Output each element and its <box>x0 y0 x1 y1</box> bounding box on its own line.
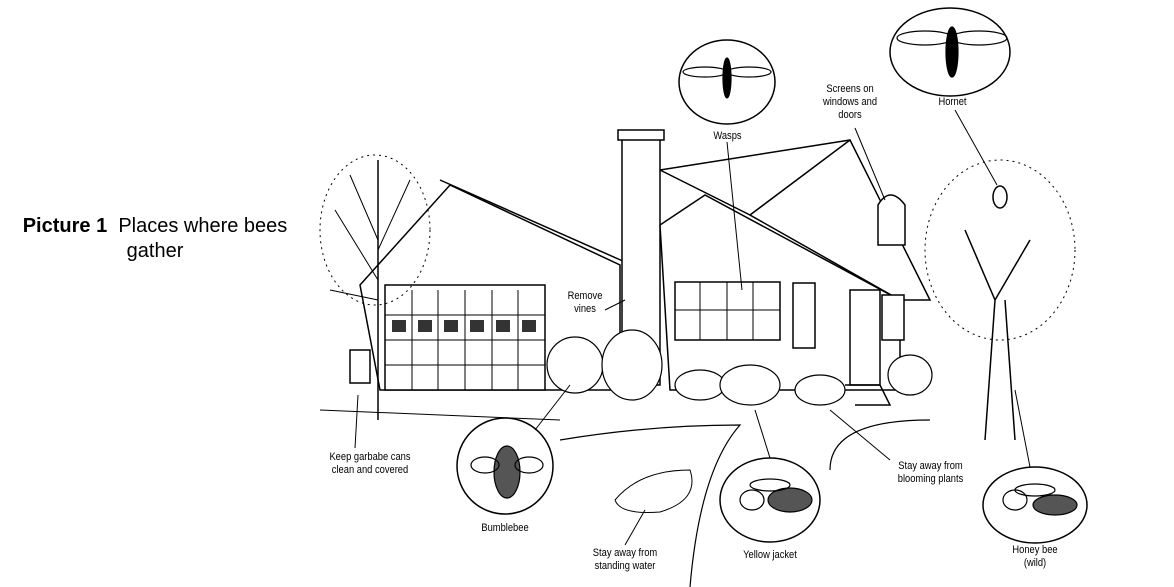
label-screens: Screens on windows and doors <box>812 83 889 122</box>
label-vines: Remove vines <box>560 290 611 316</box>
label-wasps: Wasps <box>713 130 742 142</box>
label-plants: Stay away from blooming plants <box>886 460 975 486</box>
label-line: doors <box>838 109 862 121</box>
label-line: vines <box>574 303 596 315</box>
label-line: Stay away from <box>898 460 963 472</box>
label-garbage: Keep garbabe cans clean and covered <box>311 451 430 477</box>
garage <box>359 179 626 391</box>
label-line: windows and <box>822 96 878 108</box>
shrubs <box>546 329 933 406</box>
leader-lines <box>354 109 1031 546</box>
right-tree <box>924 159 1076 441</box>
insects <box>470 26 1078 516</box>
label-line: clean and covered <box>331 464 409 476</box>
label-line: Keep garbabe cans <box>329 451 411 463</box>
label-line: Screens on <box>826 83 874 95</box>
label-line: standing water <box>594 560 656 572</box>
label-line: blooming plants <box>897 473 964 485</box>
house <box>659 138 932 406</box>
label-bumblebee: Bumblebee <box>481 522 529 534</box>
garbage-can <box>349 349 371 384</box>
label-line: Remove <box>567 290 603 302</box>
caption-text: Places where bees gather <box>118 215 288 262</box>
insect-circles <box>456 7 1088 544</box>
label-line: Honey bee <box>1012 544 1058 556</box>
label-line: (wild) <box>1023 557 1047 569</box>
label-yellow-jacket: Yellow jacket <box>743 549 797 561</box>
label-honey-bee: Honey bee (wild) <box>1001 544 1069 570</box>
left-tree <box>319 154 431 420</box>
standing-water <box>614 469 693 513</box>
figure-caption: Picture 1 Places where bees gather <box>20 214 290 264</box>
label-hornet: Hornet <box>938 96 967 108</box>
label-line: Stay away from <box>592 547 658 559</box>
caption-number: Picture 1 <box>22 215 108 237</box>
label-water: Stay away from standing water <box>583 547 668 573</box>
